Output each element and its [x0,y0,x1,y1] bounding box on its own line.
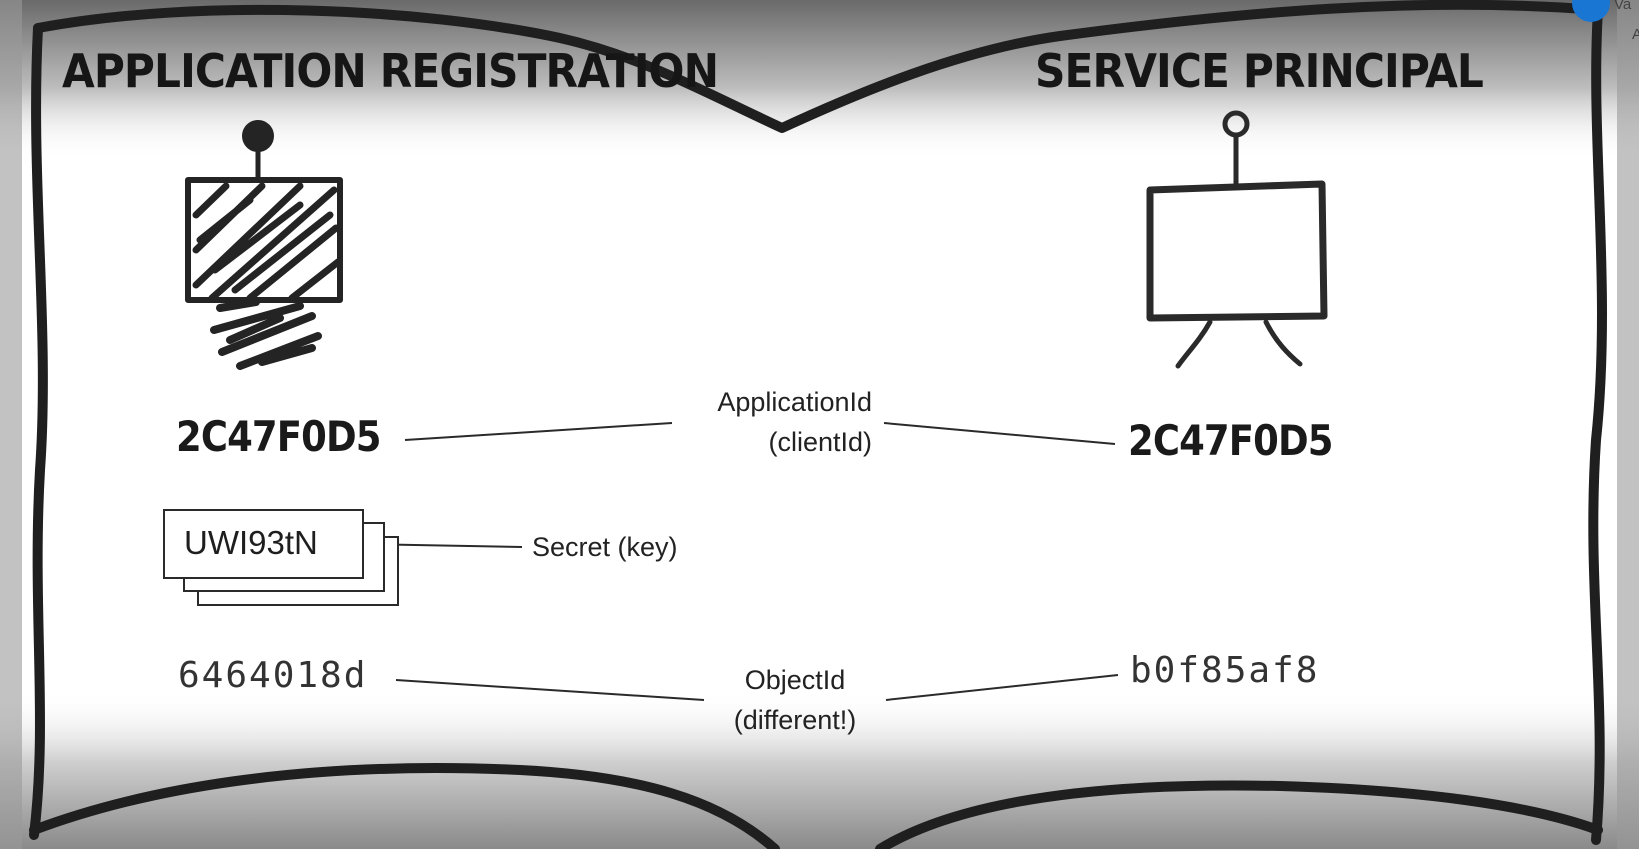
service-principal-title: SERVICE PRINCIPAL [1035,44,1484,98]
connector-lines [361,422,1119,701]
app-registration-title: APPLICATION REGISTRATION [62,44,719,98]
service-principal-application-id: 2C47F0D5 [1128,416,1333,465]
secret-card-stack [163,509,399,606]
paper-frame [29,0,1607,849]
application-id-sublabel: (clientId) [768,427,872,457]
object-id-label: ObjectId [744,665,846,695]
app-registration-object-id: 6464018d [178,655,368,696]
secret-label: Secret (key) [532,532,678,562]
left-edge-shadow [0,0,22,849]
application-id-label: ApplicationId [717,387,872,417]
bottom-shadow [0,690,1639,849]
connector-appid-left [404,422,673,441]
service-principal-object-id: b0f85af8 [1130,650,1320,691]
secret-value: UWI93tN [184,524,318,561]
blank-easel-icon [1146,110,1328,369]
corner-text-line1: Va [1614,0,1632,13]
right-edge-shadow [1617,0,1639,849]
user-avatar[interactable] [1572,0,1610,22]
connector-appid-right [883,422,1116,445]
secret-card-front [163,509,364,579]
shaded-easel-icon [185,120,343,370]
object-id-sublabel: (different!) [733,705,857,735]
app-registration-application-id: 2C47F0D5 [176,412,381,461]
application-id-caption: ApplicationId (clientId) [672,382,872,462]
corner-text-line2: A [1632,26,1639,43]
connector-objid-left [395,679,705,701]
connector-objid-right [885,674,1119,701]
object-id-caption: ObjectId (different!) [710,660,880,740]
